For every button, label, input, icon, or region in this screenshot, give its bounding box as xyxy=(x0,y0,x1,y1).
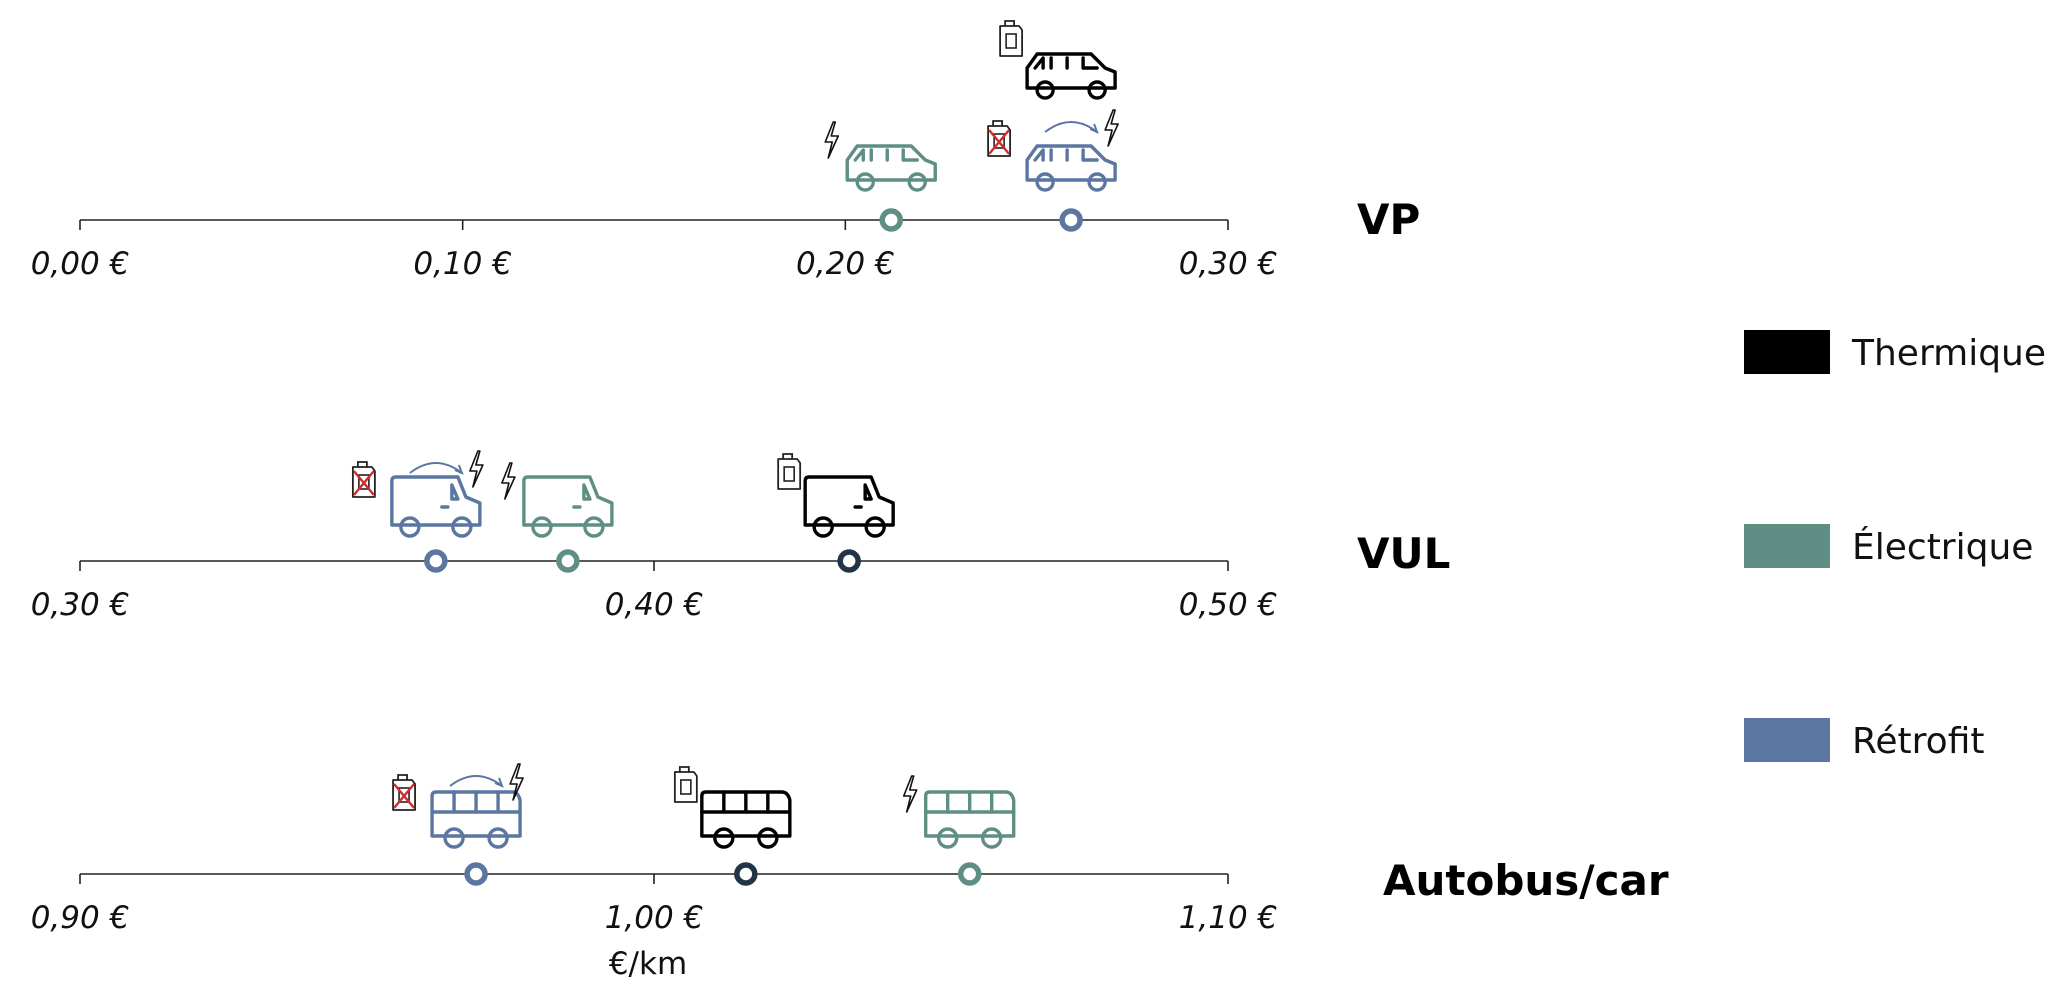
data-point xyxy=(424,549,448,573)
data-point xyxy=(957,862,982,886)
panel-vul: 0,30 € 0,40 € 0,50 € VUL xyxy=(31,450,1450,623)
tick-label: 0,10 € xyxy=(413,246,512,282)
data-point xyxy=(734,862,758,886)
data-point xyxy=(556,549,580,573)
crossed-jerrycan-icon xyxy=(392,774,416,811)
row-label: Autobus/car xyxy=(1383,856,1669,905)
lightning-bolt-icon xyxy=(469,450,484,488)
panel-autobus-car: 0,90 € 1,00 € 1,10 € Autobus/car xyxy=(31,763,1669,936)
vehicle-bus-icon xyxy=(924,790,1016,849)
unit-label: €/km xyxy=(609,946,687,982)
vehicle-car-icon xyxy=(1025,144,1117,192)
legend-label: Thermique xyxy=(1851,333,2046,374)
curved-arrow-icon xyxy=(409,462,464,475)
tick-label: 1,00 € xyxy=(605,900,704,936)
lightning-bolt-icon xyxy=(509,763,524,801)
tick-label: 0,50 € xyxy=(1179,587,1278,623)
vehicle-van-icon xyxy=(522,475,614,538)
vehicle-bus-icon xyxy=(700,790,792,849)
tick-label: 0,90 € xyxy=(31,900,130,936)
vehicle-van-icon xyxy=(803,475,895,538)
crossed-jerrycan-icon xyxy=(351,461,376,498)
curved-arrow-icon xyxy=(449,775,504,788)
row-label: VUL xyxy=(1357,529,1450,578)
tick-label: 0,20 € xyxy=(796,246,895,282)
jerrycan-icon xyxy=(777,453,802,490)
row-label: VP xyxy=(1357,195,1420,244)
lightning-bolt-icon xyxy=(824,121,840,159)
tick-label: 0,40 € xyxy=(605,587,704,623)
legend-label: Électrique xyxy=(1852,526,2033,568)
tick-label: 0,00 € xyxy=(31,246,130,282)
lightning-bolt-icon xyxy=(501,462,516,500)
vehicle-van-icon xyxy=(390,475,482,538)
tick-label: 0,30 € xyxy=(1179,246,1278,282)
legend-swatch xyxy=(1744,524,1830,568)
data-point xyxy=(1059,208,1083,232)
lightning-bolt-icon xyxy=(902,775,918,813)
panel-vp: 0,00 € 0,10 € 0,20 € 0,30 € VP xyxy=(31,20,1420,282)
vehicle-car-icon xyxy=(1025,52,1117,100)
vehicle-car-icon xyxy=(845,144,937,192)
jerrycan-icon xyxy=(999,20,1024,57)
tick-label: 0,30 € xyxy=(31,587,130,623)
chart-panels: 0,00 €0,10 €0,20 €0,30 €VP0,30 €0,40 €0,… xyxy=(31,20,1669,936)
data-point xyxy=(879,208,904,232)
lightning-bolt-icon xyxy=(1104,109,1119,147)
data-point xyxy=(464,862,488,886)
legend-swatch xyxy=(1744,330,1830,374)
crossed-jerrycan-icon xyxy=(987,120,1012,157)
curved-arrow-icon xyxy=(1044,121,1099,134)
data-point xyxy=(837,549,861,573)
legend-label: Rétrofit xyxy=(1852,721,1985,762)
jerrycan-icon xyxy=(673,766,698,803)
tick-label: 1,10 € xyxy=(1179,900,1278,936)
legend-swatch xyxy=(1744,718,1830,762)
vehicle-bus-icon xyxy=(430,790,522,849)
